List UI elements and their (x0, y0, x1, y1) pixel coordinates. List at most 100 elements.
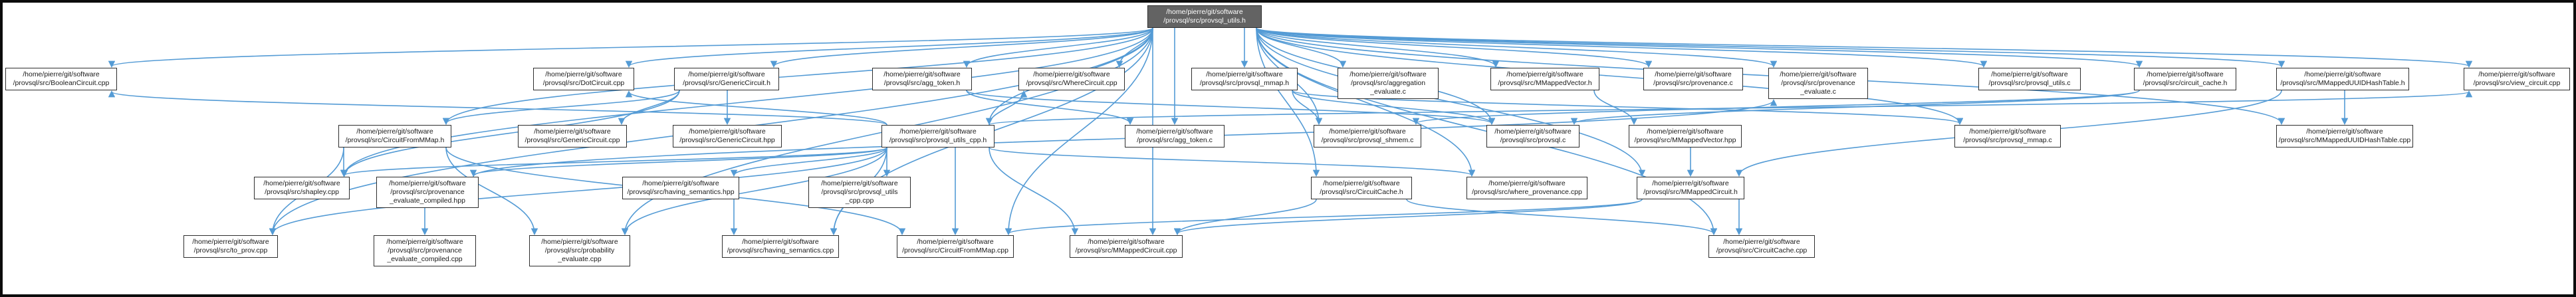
graph-node-to_prov_cpp[interactable]: /home/pierre/git/software/provsql/src/to… (183, 235, 278, 258)
node-label-line: /provsql/src/provsql_utils.c (1988, 79, 2071, 87)
node-label-line: /provsql/src/to_prov.cpp (193, 247, 268, 254)
graph-node-cfmm_cpp[interactable]: /home/pierre/git/software/provsql/src/Ci… (897, 235, 1014, 258)
graph-node-having_cpp[interactable]: /home/pierre/git/software/provsql/src/ha… (722, 235, 839, 258)
node-label-line: _cpp.cpp (845, 197, 874, 205)
node-label-line: /provsql/src/having_semantics.cpp (727, 247, 834, 254)
graph-node-where_cpp[interactable]: /home/pierre/git/software/provsql/src/Wh… (1018, 68, 1125, 90)
node-label-line: /provsql/src/GenericCircuit.hpp (679, 136, 775, 144)
edge-utils_cpp_h-to-having_hpp (730, 147, 887, 177)
edge-agg_token_h-to-agg_token_c (966, 90, 1134, 126)
graph-node-boolean_cpp[interactable]: /home/pierre/git/software/provsql/src/Bo… (5, 68, 117, 90)
node-label-line: /home/pierre/git/software (642, 179, 719, 187)
edge-generic_h-to-shapley_cpp (340, 90, 680, 177)
graph-node-prov_evaluate_c[interactable]: /home/pierre/git/software/provsql/src/pr… (1768, 68, 1868, 99)
node-label-line: /provsql/src/agg_token.c (1137, 136, 1213, 144)
graph-node-where_prov_cpp[interactable]: /home/pierre/git/software/provsql/src/wh… (1466, 177, 1587, 199)
edge-root-to-provenance_c (1256, 27, 1653, 68)
edge-utils_cpp_h-to-dot_cpp (625, 90, 887, 126)
graph-node-shapley_cpp[interactable]: /home/pierre/git/software/provsql/src/sh… (254, 177, 350, 199)
graph-node-view_cpp[interactable]: /home/pierre/git/software/provsql/src/vi… (2464, 68, 2570, 90)
node-label-line: /home/pierre/git/software (1655, 70, 1732, 78)
edge-root-to-generic_h (770, 27, 1153, 68)
graph-node-generic_cpp[interactable]: /home/pierre/git/software/provsql/src/Ge… (518, 125, 627, 148)
edge-utils_cpp_h-to-where_prov_cpp (989, 147, 1475, 177)
edge-mmap_h-to-shmem_c (1292, 90, 1323, 126)
node-label-line: /provsql/src/provenance (1781, 79, 1855, 87)
node-label-line: /provsql/src/probability (544, 247, 615, 254)
graph-node-probability_cpp[interactable]: /home/pierre/git/software/provsql/src/pr… (529, 235, 630, 266)
node-label-line: /home/pierre/git/software (689, 128, 766, 136)
graph-node-mcircuit_h[interactable]: /home/pierre/git/software/provsql/src/MM… (1637, 177, 1744, 199)
node-label-line: /provsql/src/CircuitFromMMap.cpp (902, 247, 1008, 254)
edge-root-to-agg_token_h (963, 27, 1153, 68)
edge-root-to-cfmm_h (442, 27, 1153, 126)
node-label-line: /provsql/src/provsql.c (1500, 136, 1566, 144)
graph-node-muuid_cpp[interactable]: /home/pierre/git/software/provsql/src/MM… (2276, 125, 2413, 148)
node-label-line: /home/pierre/git/software (545, 70, 622, 78)
graph-node-provenance_c[interactable]: /home/pierre/git/software/provsql/src/pr… (1643, 68, 1743, 90)
graph-root-node[interactable]: /home/pierre/git/software/provsql/src/pr… (1147, 5, 1262, 28)
node-label-line: /home/pierre/git/software (356, 128, 433, 136)
node-label-line: /home/pierre/git/software (1488, 179, 1566, 187)
edge-layer (108, 27, 2472, 236)
node-label-line: /home/pierre/git/software (883, 70, 961, 78)
node-label-line: /home/pierre/git/software (2304, 70, 2381, 78)
graph-node-agg_token_h[interactable]: /home/pierre/git/software/provsql/src/ag… (872, 68, 972, 90)
graph-node-mmap_c[interactable]: /home/pierre/git/software/provsql/src/pr… (1954, 125, 2061, 148)
node-label-line: /home/pierre/git/software (541, 238, 618, 246)
edge-utils_cpp_h-to-to_prov_cpp (269, 147, 887, 236)
node-label-line: /home/pierre/git/software (1494, 128, 1572, 136)
graph-node-shmem_c[interactable]: /home/pierre/git/software/provsql/src/pr… (1314, 125, 1421, 148)
node-label-line: /home/pierre/git/software (389, 179, 466, 187)
graph-node-ccache_h[interactable]: /home/pierre/git/software/provsql/src/Ci… (1311, 177, 1412, 199)
node-label-line: /provsql/src/provsql_utils.h (1163, 17, 1246, 25)
graph-node-ccache_cpp[interactable]: /home/pierre/git/software/provsql/src/Ci… (1708, 235, 1815, 258)
node-label-line: /home/pierre/git/software (1647, 128, 1724, 136)
graph-node-mcircuit_cpp[interactable]: /home/pierre/git/software/provsql/src/MM… (1070, 235, 1183, 258)
graph-node-pec_cpp[interactable]: /home/pierre/git/software/provsql/src/pr… (374, 235, 476, 266)
graph-node-having_hpp[interactable]: /home/pierre/git/software/provsql/src/ha… (622, 177, 739, 199)
graph-node-utils_c[interactable]: /home/pierre/git/software/provsql/src/pr… (1978, 68, 2081, 90)
node-label-line: /home/pierre/git/software (1329, 128, 1406, 136)
graph-node-agg_token_c[interactable]: /home/pierre/git/software/provsql/src/ag… (1125, 125, 1225, 148)
graph-node-utils_cpp_cpp[interactable]: /home/pierre/git/software/provsql/src/pr… (808, 177, 911, 208)
node-label-line: /home/pierre/git/software (821, 179, 898, 187)
graph-node-mmap_h[interactable]: /home/pierre/git/software/provsql/src/pr… (1191, 68, 1298, 90)
graph-node-muuid_h[interactable]: /home/pierre/git/software/provsql/src/MM… (2276, 68, 2409, 90)
node-label-line: /provsql/src/CircuitCache.cpp (1716, 247, 1808, 254)
node-label-line: /home/pierre/git/software (1088, 238, 1165, 246)
graph-node-generic_h[interactable]: /home/pierre/git/software/provsql/src/Ge… (674, 68, 779, 90)
edge-circuit_cache_h-to-shmem_c (1413, 90, 2140, 126)
graph-node-generic_hpp[interactable]: /home/pierre/git/software/provsql/src/Ge… (673, 125, 782, 148)
graph-node-provsql_c[interactable]: /home/pierre/git/software/provsql/src/pr… (1486, 125, 1580, 148)
edge-root-to-dot_cpp (626, 27, 1153, 68)
node-label-line: /provsql/src/provenance.c (1653, 79, 1733, 87)
graph-node-dot_cpp[interactable]: /home/pierre/git/software/provsql/src/Do… (533, 68, 634, 90)
node-label-line: /home/pierre/git/software (1166, 8, 1243, 16)
node-label-line: /provsql/src/MMappedUUIDHashTable.h (2280, 79, 2405, 87)
graph-node-utils_cpp_h[interactable]: /home/pierre/git/software/provsql/src/pr… (881, 125, 995, 148)
edge-root-to-mmap_c (1256, 27, 1964, 126)
node-label-line: /home/pierre/git/software (2147, 70, 2224, 78)
node-label-line: _evaluate_compiled.hpp (390, 197, 465, 205)
graph-node-circuit_cache_h[interactable]: /home/pierre/git/software/provsql/src/ci… (2134, 68, 2236, 90)
graph-node-aggregation_c[interactable]: /home/pierre/git/software/provsql/src/ag… (1338, 68, 1439, 99)
graph-node-pec_hpp[interactable]: /home/pierre/git/software/provsql/src/pr… (376, 177, 479, 208)
node-label-line: _evaluate.c (1370, 88, 1406, 96)
node-label-line: /provsql/src/CircuitFromMMap.h (345, 136, 445, 144)
graph-node-mvector_hpp[interactable]: /home/pierre/git/software/provsql/src/MM… (1629, 125, 1742, 148)
node-label-line: /provsql/src/GenericCircuit.h (683, 79, 770, 87)
edge-utils_cpp_h-to-boolean_cpp (108, 90, 887, 126)
node-label-line: /home/pierre/git/software (1991, 70, 2068, 78)
node-label-line: /home/pierre/git/software (1723, 238, 1800, 246)
edge-root-to-prov_evaluate_c (1256, 27, 1777, 68)
edge-utils_cpp_h-to-shapley_cpp (341, 147, 887, 177)
node-label-line: /provsql/src/provsql_utils_cpp.h (889, 136, 987, 144)
graph-node-cfmm_h[interactable]: /home/pierre/git/software/provsql/src/Ci… (338, 125, 451, 148)
edge-cfmm_h-to-probability_cpp (445, 147, 538, 236)
node-label-line: /provsql/src/provsql_mmap.c (1963, 136, 2052, 144)
node-label-line: /home/pierre/git/software (1349, 70, 1427, 78)
graph-node-mvector_h[interactable]: /home/pierre/git/software/provsql/src/MM… (1490, 68, 1599, 90)
node-label-line: /provsql/src/DotCircuit.cpp (542, 79, 625, 87)
edge-pec_hpp-to-prov_evaluate_c (473, 98, 1777, 177)
